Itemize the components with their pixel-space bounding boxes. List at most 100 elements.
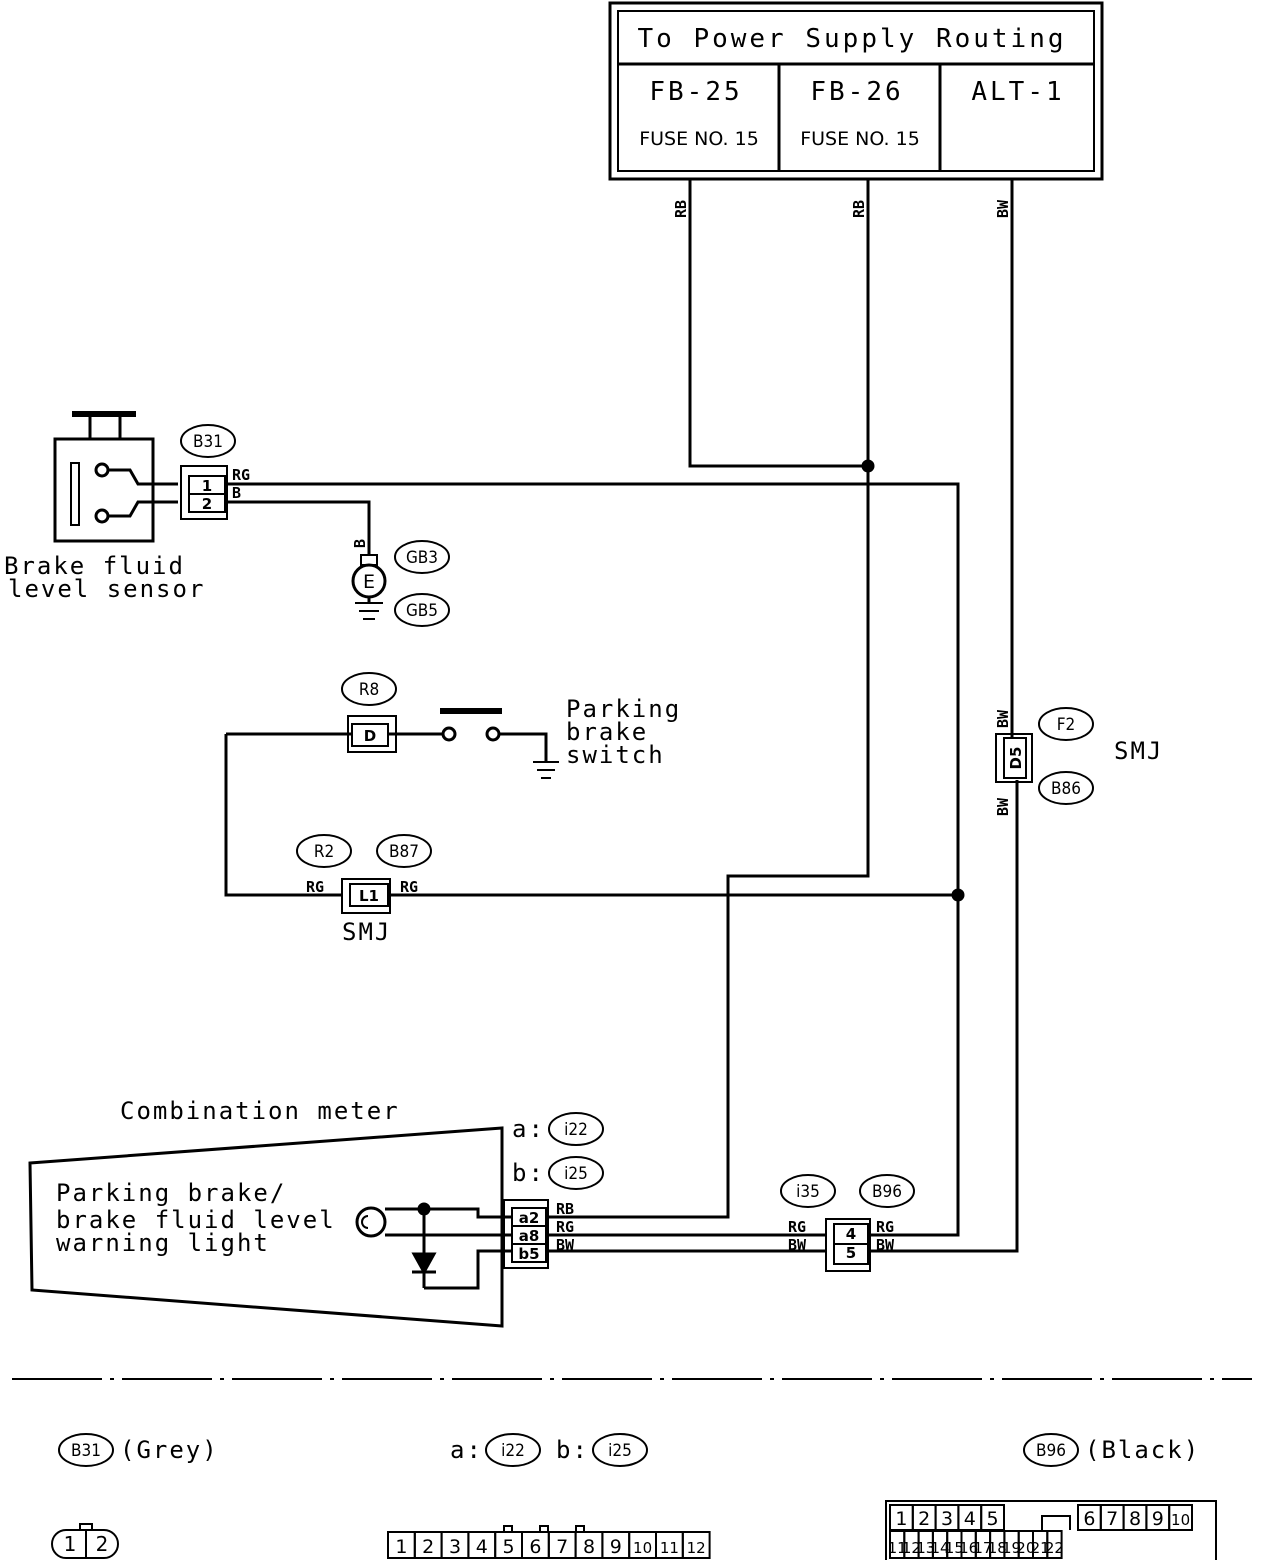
wire-label-rg-left: RG [306,878,324,896]
legend-i22-pin-1: 1 [395,1536,407,1558]
meter-pin-b5: b5 [518,1245,539,1263]
tag-b31-ellipse [180,424,236,458]
legend-i22-pin-12: 12 [687,1539,706,1557]
tag-b96: B96 [872,1182,902,1202]
tag-f2: F2 [1057,715,1076,735]
legend-b96-pin-3: 3 [941,1508,953,1530]
legend-b96-pin-21: 21 [1031,1539,1050,1557]
tag-b86: B86 [1051,779,1081,799]
legend-b96-pin-5: 5 [987,1508,999,1530]
legend-a-prefix: a: [450,1436,483,1464]
legend-b96-pin-4: 4 [964,1508,976,1530]
tag-b87-ellipse [376,834,432,868]
legend-b96-frame [885,1500,1217,1560]
wire-label-rg-meter: RG [556,1218,574,1236]
smj-pin-d5: D5 [1007,747,1025,770]
legend-b96-pin-17: 17 [973,1539,992,1557]
legend-i22-pin-5: 5 [503,1536,515,1558]
legend-b31-ellipse [58,1433,114,1467]
legend-i22-latch [503,1525,513,1533]
wire-label-bw-meter: BW [556,1236,575,1254]
parking-switch-label-2: brake [566,718,648,746]
legend-b96-pin-11: 11 [888,1539,907,1557]
warning-light-label-1: Parking brake/ [56,1179,286,1207]
legend-i22-pin-11: 11 [660,1539,679,1557]
legend-i22-pin-8: 8 [583,1536,595,1558]
brake-sensor-label-1: Brake fluid [4,552,185,580]
legend-b-prefix: b: [556,1436,589,1464]
parking-switch-label-1: Parking [566,695,681,723]
tag-b96-ellipse [859,1174,915,1208]
smj-left-label: SMJ [342,918,391,946]
legend-i25-ellipse [592,1433,648,1467]
parking-brake-switch [347,708,559,779]
fb26-fuse: FUSE NO. 15 [800,128,920,150]
tag-gb3-ellipse [394,540,450,574]
tag-i25-ellipse [548,1156,604,1190]
tag-i35-ellipse [780,1174,836,1208]
b31-pin-1: 1 [202,477,212,495]
legend-b96-pin-13: 13 [916,1539,935,1557]
ground-e: E [363,571,375,593]
legend-b96-pin-7: 7 [1106,1508,1118,1530]
wire-label-b-ground: B [351,539,369,548]
wire-label-rg-right: RG [400,878,418,896]
tag-b87: B87 [389,842,419,862]
tag-i25: i25 [564,1164,588,1184]
tag-gb5-ellipse [394,593,450,627]
legend-i22-latch [539,1525,549,1533]
legend-b96-pin-19: 19 [1002,1539,1021,1557]
smj-left-connector [341,878,391,914]
legend-b96-pin-10-cell [1168,1504,1193,1531]
wire-label-b-sensor: B [232,484,241,502]
legend-i22-pin-4: 4 [476,1536,488,1558]
power-supply-box [608,1,1104,181]
legend-b96-pin-10: 10 [1171,1511,1190,1529]
wire-label-rb-meter: RB [556,1200,574,1218]
legend-b96-pin-12: 12 [902,1539,921,1557]
tag-i35: i35 [796,1182,820,1202]
meter-title: Combination meter [120,1097,400,1125]
wire-bw-smj [870,780,1019,1253]
legend-i22-pin-3: 3 [449,1536,461,1558]
legend-b96-color: (Black) [1085,1436,1200,1464]
combination-meter [28,1126,549,1328]
legend-i22-pin-2: 2 [422,1536,434,1558]
legend-b96-tag: B96 [1036,1441,1066,1461]
alt1-label: ALT-1 [971,77,1064,107]
meter-pin-a8: a8 [519,1227,540,1245]
wire-label-rg-joint-left: RG [788,1218,806,1236]
warning-light-label-3: warning light [56,1229,270,1257]
tag-r8-ellipse [341,672,397,706]
meter-conn-b-prefix: b: [512,1159,545,1187]
tag-r2: R2 [314,842,334,862]
legend-b96-pin-9: 9 [1152,1508,1164,1530]
joint-pin-4: 4 [846,1225,856,1243]
wire-rg-sensor [226,482,960,1237]
splice-rg [951,888,965,902]
b31-pin-2: 2 [202,495,212,513]
wire-label-bw-1: BW [994,199,1012,218]
wire-label-rb-1: RB [672,200,690,218]
fb25-label: FB-25 [649,77,742,107]
legend-b96-pin-22: 22 [1045,1539,1064,1557]
splice-rb [861,459,875,473]
parking-switch-label-3: switch [566,741,665,769]
smj-right-connector [995,733,1033,783]
wire-label-bw-joint-left: BW [788,1236,807,1254]
wire-rg-loop [224,734,342,897]
tag-gb3: GB3 [406,548,438,568]
joint-pin-5: 5 [846,1244,856,1262]
tag-b86-ellipse [1038,771,1094,805]
tag-r8: R8 [359,680,379,700]
fb25-fuse: FUSE NO. 15 [639,128,759,150]
legend-b96-pin-22-cell [1046,1530,1063,1559]
wire-label-rb-2: RB [850,200,868,218]
legend-i22-tag: i22 [501,1441,525,1461]
legend-b96-pin-2: 2 [918,1508,930,1530]
wires [224,179,1019,1253]
legend-b96-latch [1041,1515,1071,1530]
wire-label-rg-joint-right: RG [876,1218,894,1236]
legend-b96-pin-1: 1 [895,1508,907,1530]
